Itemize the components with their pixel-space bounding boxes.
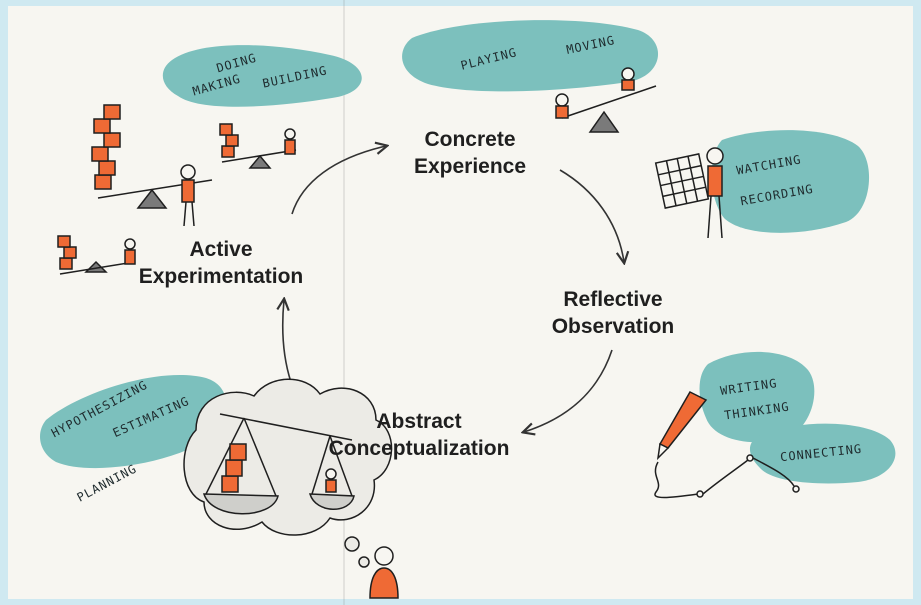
balance-scale — [202, 413, 355, 515]
stage-abstract-conceptualization: Abstract Conceptualization — [328, 410, 510, 460]
teal-blob-hypothesizing — [40, 374, 227, 469]
arrow-active-to-concrete — [291, 146, 386, 215]
teal-blob-doing — [162, 45, 362, 107]
teal-blob-writing — [699, 351, 815, 443]
seesaw-blocks-3 — [57, 235, 136, 275]
paper-background — [8, 6, 913, 599]
teal-blob-playing — [402, 20, 659, 92]
arrow-concrete-to-reflective — [559, 169, 624, 262]
observer-with-chart — [654, 147, 724, 239]
seesaw-blocks-2 — [219, 123, 297, 169]
figure-person-1 — [180, 164, 196, 227]
teal-blob-connecting — [749, 423, 896, 484]
stage-reflective-observation: Reflective Observation — [551, 288, 675, 338]
thinker-figure — [369, 546, 399, 599]
paper-fold — [343, 0, 345, 605]
pencil-drawing — [654, 391, 800, 499]
stage-concrete-experience: Concrete Experience — [413, 128, 527, 178]
teal-blob-watching — [711, 130, 870, 233]
arrow-reflective-to-abstract — [524, 349, 613, 432]
seesaw-children — [555, 67, 657, 133]
stage-active-experimentation: Active Experimentation — [138, 238, 304, 288]
